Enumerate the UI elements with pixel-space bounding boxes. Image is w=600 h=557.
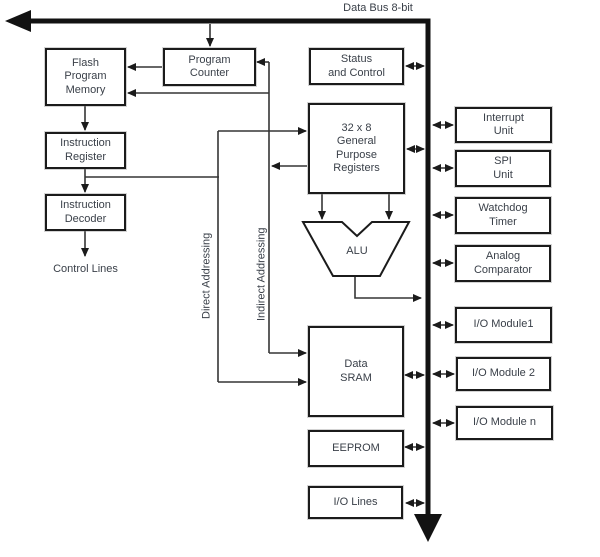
analog-comparator-block: Analog Comparator — [455, 245, 551, 282]
eeprom-block: EEPROM — [308, 430, 404, 467]
control-lines-label: Control Lines — [53, 263, 118, 275]
bus-bottom-arrowhead — [414, 514, 442, 542]
connectors — [81, 24, 422, 386]
data-bus — [5, 10, 442, 542]
interrupt-unit-block: Interrupt Unit — [455, 107, 552, 143]
indirect-addressing-label: Indirect Addressing — [255, 227, 268, 321]
program-counter-block: Program Counter — [163, 48, 256, 86]
instruction-decoder-block: Instruction Decoder — [45, 194, 126, 231]
status-and-control-block: Status and Control — [309, 48, 404, 85]
general-purpose-registers-block: 32 x 8 General Purpose Registers — [308, 103, 405, 194]
io-module1-block: I/O Module1 — [455, 307, 552, 343]
instruction-register-block: Instruction Register — [45, 132, 126, 169]
alu-to-bus — [354, 276, 422, 302]
direct-addressing-label: Direct Addressing — [200, 232, 213, 320]
alu-block-shape — [301, 221, 411, 277]
io-module2-block: I/O Module 2 — [456, 357, 551, 391]
bus-left-arrowhead — [5, 10, 31, 32]
io-modulen-block: I/O Module n — [456, 406, 553, 440]
data-sram-block: Data SRAM — [308, 326, 404, 417]
spi-unit-block: SPI Unit — [455, 150, 551, 187]
flash-program-memory-block: Flash Program Memory — [45, 48, 126, 106]
alu-label: ALU — [346, 245, 368, 257]
data-bus-label: Data Bus 8-bit — [343, 2, 413, 14]
watchdog-timer-block: Watchdog Timer — [455, 197, 551, 234]
bus-taps — [404, 62, 455, 507]
io-lines-block: I/O Lines — [308, 486, 403, 519]
